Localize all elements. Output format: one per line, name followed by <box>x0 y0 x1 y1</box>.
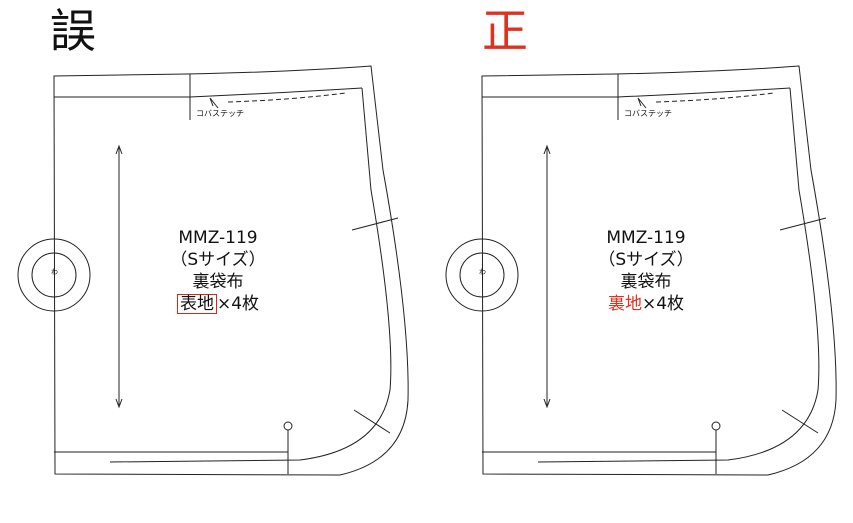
inner-finished-line <box>109 87 392 463</box>
pattern-label-block: MMZ-119 （Sサイズ） 裏袋布 裏地×4枚 <box>571 227 721 315</box>
quantity: ×4枚 <box>641 294 685 314</box>
quantity: ×4枚 <box>216 294 260 314</box>
notch-mark-lower <box>781 409 819 434</box>
fold-mark: わ <box>51 268 58 276</box>
fold-circle-outer <box>17 238 91 312</box>
grain-arrow-top <box>543 144 551 155</box>
inner-finished-line <box>537 87 820 463</box>
pattern-label-block: MMZ-119 （Sサイズ） 裏袋布 表地×4枚 <box>143 227 293 315</box>
fold-mark: わ <box>479 268 486 276</box>
fold-circle-inner <box>31 252 77 298</box>
stitch-pointer <box>209 97 219 109</box>
pattern-size: （Sサイズ） <box>170 250 266 270</box>
pattern-part-name: 裏袋布 <box>620 272 672 292</box>
fabric-name-boxed: 表地 <box>176 294 217 314</box>
grain-arrow-top <box>115 144 123 155</box>
pattern-code: MMZ-119 <box>606 228 686 248</box>
pattern-size: （Sサイズ） <box>598 250 694 270</box>
stitch-dashed-line <box>227 92 347 103</box>
fold-circle-outer <box>445 238 519 312</box>
stitch-label: コバステッチ <box>196 109 244 118</box>
correct-heading: 正 <box>482 4 528 58</box>
pattern-piece-outline <box>17 65 409 476</box>
grain-arrow-bottom <box>115 398 123 409</box>
position-dot <box>283 421 293 431</box>
top-line-right <box>617 87 791 98</box>
pattern-quantity-line: 裏地×4枚 <box>571 293 721 315</box>
fold-circle-inner <box>459 252 505 298</box>
outer-seam-line <box>53 65 409 476</box>
outer-seam-line <box>481 65 837 476</box>
fabric-name-highlighted: 裏地 <box>607 294 642 314</box>
pattern-correct: コバステッチ わ MMZ-119 （Sサイズ） 裏袋布 裏地×4枚 <box>428 60 848 500</box>
grain-arrow-bottom <box>543 398 551 409</box>
pattern-piece-outline <box>445 65 837 476</box>
stitch-pointer <box>637 97 647 109</box>
notch-mark-upper <box>779 217 827 231</box>
wrong-heading: 誤 <box>50 4 96 58</box>
top-line-right <box>189 87 363 98</box>
stitch-dashed-line <box>655 92 775 103</box>
pattern-wrong: コバステッチ わ MMZ-119 （Sサイズ） 裏袋布 表地×4枚 <box>0 60 420 500</box>
pattern-quantity-line: 表地×4枚 <box>143 293 293 315</box>
pattern-code: MMZ-119 <box>178 228 258 248</box>
position-dot <box>711 421 721 431</box>
pattern-part-name: 裏袋布 <box>192 272 244 292</box>
notch-mark-upper <box>351 217 399 231</box>
notch-mark-lower <box>353 409 391 434</box>
stitch-label: コバステッチ <box>624 109 672 118</box>
